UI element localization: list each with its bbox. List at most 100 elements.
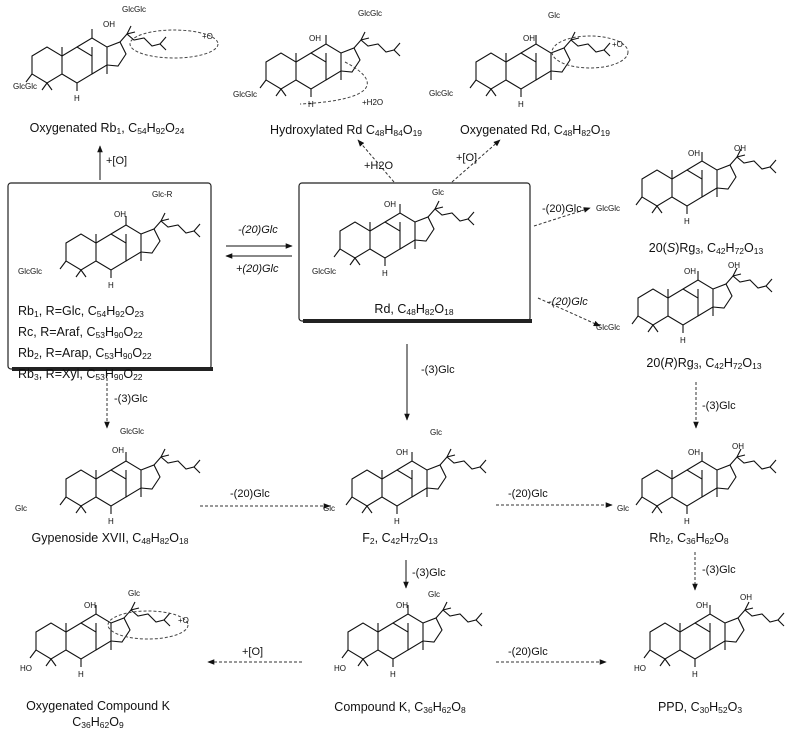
molecule-rh2 [635, 448, 777, 515]
sugar-label: GlcGlc [596, 204, 620, 213]
hydrogen-label: H [394, 517, 400, 526]
hydrogen-label: H [680, 336, 686, 345]
hydroxyl-label: HO [20, 664, 32, 673]
label-rh2: Rh2, C36H62O8 [649, 531, 729, 546]
molecule-r-rg3 [631, 267, 773, 334]
oxy-rb1-ellipse [129, 29, 219, 59]
plus-o-annotation: +O [202, 32, 213, 41]
label-f2: F2, C42H72O13 [362, 531, 438, 546]
molecule-oxy-ck [29, 601, 171, 668]
label-rd: Rd, C48H82O18 [374, 302, 454, 317]
hydroxyl-label: OH [114, 210, 126, 219]
sugar-label: GlcGlc [429, 89, 453, 98]
arrow-label-f2-to-ck: -(3)Glc [412, 567, 446, 579]
hydrogen-label: H [692, 670, 698, 679]
sugar-label: GlcGlc [18, 267, 42, 276]
molecule-hyd-rd [259, 31, 401, 98]
sugar-label: Glc [15, 504, 27, 513]
hydrogen-label: H [74, 94, 80, 103]
sugar-label: GlcGlc [233, 90, 257, 99]
hydroxyl-label: OH [523, 34, 535, 43]
hydroxyl-label: OH [103, 20, 115, 29]
hydroxyl-label: OH [688, 149, 700, 158]
molecule-ppd [643, 601, 785, 668]
rb-row: Rb3, R=Xyl, C53H90O22 [18, 367, 143, 382]
hydroxyl-label: OH [734, 144, 746, 153]
hydroxyl-label: OH [309, 34, 321, 43]
formula-rd: C48H82O18 [397, 302, 454, 317]
sugar-label: Glc [617, 504, 629, 513]
sugar-label: GlcGlc [596, 323, 620, 332]
plus-h2o-annotation: +H2O [362, 98, 384, 107]
hydrogen-label: H [382, 269, 388, 278]
hydroxyl-label: OH [384, 200, 396, 209]
hydroxyl-label: OH [684, 267, 696, 276]
molecule-f2 [345, 448, 487, 515]
label-ppd: PPD, C30H52O3 [657, 700, 743, 715]
molecule-oxy-rb1 [25, 25, 167, 92]
label-hyd-rd: Hydroxylated Rd C48H84O19 [269, 123, 423, 138]
arrow-label-rd-to-rrg3: -(20)Glc [548, 296, 588, 308]
hydroxyl-label: OH [688, 448, 700, 457]
formula-s-rg3: C42H72O13 [707, 241, 764, 256]
label-oxy-rb1: Oxygenated Rb1, C54H92O24 [29, 121, 185, 136]
formula-oxy-rd: C48H82O19 [553, 123, 611, 138]
arrow-label-ck-to-ppd: -(20)Glc [508, 646, 548, 658]
formula-r-rg3: C42H72O13 [705, 356, 762, 371]
arrow-rd-to-hyd [357, 139, 395, 183]
label-s-rg3: 20(S)Rg3, C42H72O13 [648, 241, 764, 256]
hydroxyl-label: HO [334, 664, 346, 673]
hydroxyl-label: OH [732, 442, 744, 451]
formula-rh2: C36H62O8 [677, 531, 729, 546]
rb-row: Rb1, R=Glc, C54H92O23 [18, 304, 144, 319]
hydroxyl-label: OH [112, 446, 124, 455]
label-gyp: Gypenoside XVII, C48H82O18 [31, 531, 189, 546]
arrow-label-rh2-to-ppd: -(3)Glc [702, 564, 736, 576]
sugar-label: GlcGlc [358, 9, 382, 18]
rb-r-group-label: Glc-R [152, 190, 173, 199]
molecule-ck [341, 601, 483, 668]
oxy-ck-ellipse [107, 610, 189, 640]
hydroxyl-label: OH [696, 601, 708, 610]
arrow-label-gyp-to-f2: -(20)Glc [230, 488, 270, 500]
sugar-label: Glc [428, 590, 440, 599]
arrow-label-rd-to-box: +(20)Glc [236, 263, 279, 275]
sugar-label: GlcGlc [120, 427, 144, 436]
arrow-rd-to-rrg3 [537, 297, 601, 327]
molecule-gyp [59, 448, 201, 515]
hydrogen-label: H [684, 217, 690, 226]
formula-oxy-rb1: C54H92O24 [128, 121, 185, 136]
hydrogen-label: H [108, 281, 114, 290]
arrow-label-box-to-rd: -(20)Glc [238, 224, 278, 236]
oxy-rd-ellipse [551, 35, 629, 69]
hydroxyl-label: OH [396, 601, 408, 610]
label-oxy-rd: Oxygenated Rd, C48H82O19 [459, 123, 611, 138]
hydrogen-label: H [684, 517, 690, 526]
arrow-label-rd-to-f2: -(3)Glc [421, 364, 455, 376]
sugar-label: GlcGlc [312, 267, 336, 276]
sugar-label: GlcGlc [13, 82, 37, 91]
arrow-label-box-to-rb1: +[O] [106, 155, 128, 167]
arrow-label-rd-to-hyd: +H2O [364, 160, 394, 172]
arrow-label-f2-to-rh2: -(20)Glc [508, 488, 548, 500]
arrow-label-rd-to-srg3: -(20)Glc [542, 203, 582, 215]
sugar-label: Glc [432, 188, 444, 197]
molecule-rb-group [59, 212, 201, 279]
molecule-s-rg3 [635, 148, 777, 215]
sugar-label: Glc [323, 504, 335, 513]
formula-f2: C42H72O13 [381, 531, 438, 546]
rb-group-box-shadow [12, 367, 213, 371]
formula-oxy-ck: C36H62O9 [72, 715, 124, 730]
hydroxyl-label: HO [634, 664, 646, 673]
molecule-oxy-rd [469, 31, 611, 98]
hyd-rd-curve [299, 61, 368, 105]
plus-o-annotation: +O [612, 40, 623, 49]
plus-o-annotation: +O [178, 616, 189, 625]
rd-box-shadow [303, 319, 532, 323]
arrow-label-box-to-gyp: -(3)Glc [114, 393, 148, 405]
rb-row: Rc, R=Araf, C53H90O22 [18, 325, 143, 340]
hydrogen-label: H [308, 100, 314, 109]
hydroxyl-label: OH [740, 593, 752, 602]
arrow-label-rrg3-to-rh2: -(3)Glc [702, 400, 736, 412]
hydrogen-label: H [108, 517, 114, 526]
